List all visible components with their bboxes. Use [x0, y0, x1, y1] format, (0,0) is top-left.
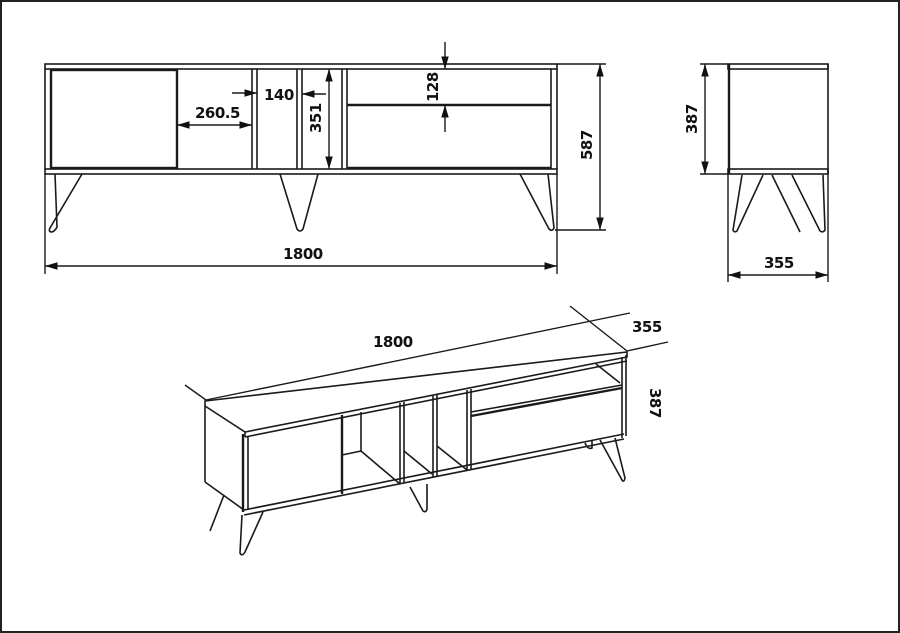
iso-dim-label-1800: 1800	[373, 333, 413, 351]
dim-label-128: 128	[424, 72, 442, 102]
iso-dim-label-355: 355	[632, 318, 662, 336]
dim-label-587: 587	[578, 130, 596, 160]
dim-label-1800: 1800	[283, 245, 323, 263]
dim-label-387: 387	[683, 104, 701, 134]
front-view: 260.5 140 351 128 587 1800	[44, 42, 606, 274]
left-door	[49, 68, 179, 170]
dim-label-355: 355	[764, 254, 794, 272]
side-view: 387 355	[683, 63, 829, 282]
dim-label-140: 140	[264, 86, 294, 104]
isometric-view: 1800 355 387	[184, 305, 669, 556]
iso-dim-label-387: 387	[646, 388, 664, 418]
dim-label-260-5: 260.5	[195, 104, 240, 122]
dim-label-351: 351	[307, 103, 325, 133]
